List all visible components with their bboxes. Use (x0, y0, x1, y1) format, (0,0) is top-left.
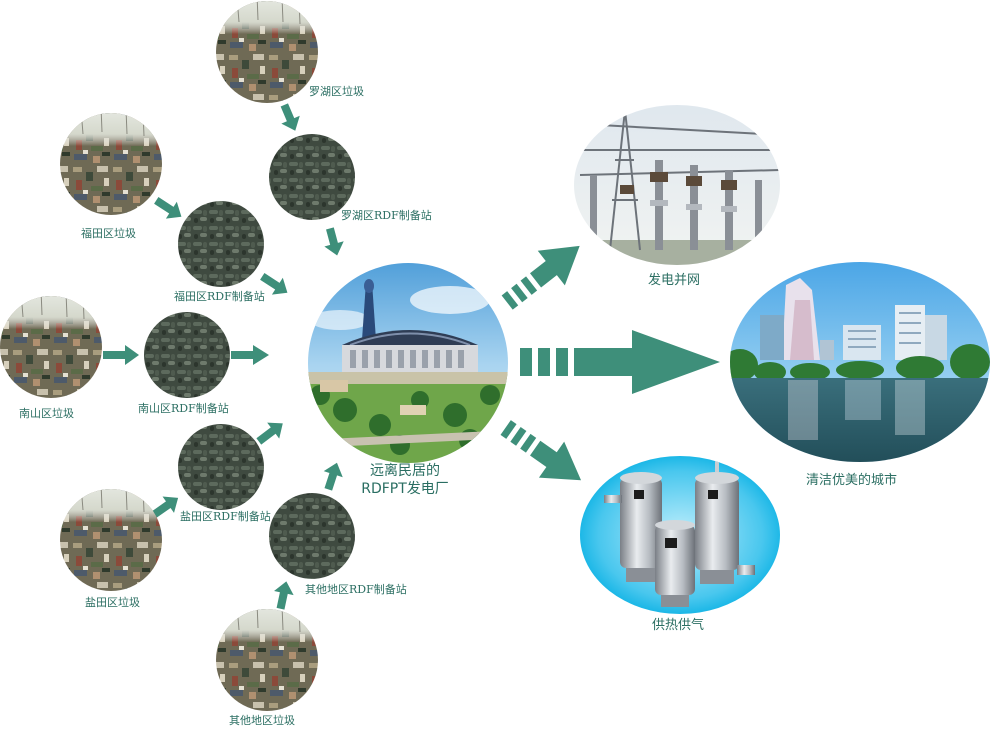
label-yantian-waste: 盐田区垃圾 (85, 596, 140, 609)
arrow-yantian-rdf-to-plant (256, 422, 283, 445)
label-other-rdf: 其他地区RDF制备站 (305, 583, 407, 596)
rdf-yantian-image (178, 424, 264, 510)
label-luohu-rdf: 罗湖区RDF制备站 (341, 209, 432, 222)
waste-nanshan-image (0, 296, 102, 398)
clean-city-image (730, 262, 990, 462)
arrow-to-heat (500, 420, 582, 481)
heat-supply-image (580, 456, 780, 614)
label-clean-city: 清洁优美的城市 (806, 473, 898, 488)
output-arrows (500, 245, 720, 481)
label-futian-waste: 福田区垃圾 (81, 227, 136, 240)
arrow-futian-rdf-to-plant (260, 273, 288, 295)
label-luohu-waste: 罗湖区垃圾 (309, 85, 364, 98)
arrow-luohu-waste-to-rdf (280, 103, 300, 131)
arrow-to-grid (501, 245, 580, 310)
label-other-waste: 其他地区垃圾 (229, 714, 295, 727)
waste-yantian-image (60, 489, 162, 591)
label-power-grid: 发电并网 (648, 273, 701, 288)
label-nanshan-waste: 南山区垃圾 (19, 407, 74, 420)
label-power-plant-line2: RDFPT发电厂 (361, 481, 449, 497)
power-grid-image (574, 105, 780, 265)
label-yantian-rdf: 盐田区RDF制备站 (180, 510, 271, 523)
label-nanshan-rdf: 南山区RDF制备站 (138, 402, 229, 415)
arrow-other-rdf-to-plant (323, 462, 343, 491)
rdf-luohu-image (269, 134, 355, 220)
arrow-nanshan-rdf-to-plant (231, 345, 269, 365)
rdf-futian-image (178, 201, 264, 287)
label-power-plant-line1: 远离民居的 (370, 463, 440, 479)
arrow-nanshan-waste-to-rdf (103, 345, 139, 365)
label-power-plant: 远离民居的 RDFPT发电厂 (345, 462, 465, 498)
label-futian-rdf: 福田区RDF制备站 (174, 290, 265, 303)
waste-futian-image (60, 113, 162, 215)
arrow-to-city (520, 330, 720, 394)
label-heat-supply: 供热供气 (652, 618, 705, 633)
rdf-other-image (269, 493, 355, 579)
arrow-other-waste-to-rdf (274, 581, 294, 610)
arrow-luohu-rdf-to-plant (324, 227, 344, 256)
arrow-yantian-waste-to-rdf (151, 496, 179, 519)
rdf-nanshan-image (144, 312, 230, 398)
waste-other-image (216, 609, 318, 711)
arrow-futian-waste-to-rdf (154, 197, 182, 219)
flow-arrows (103, 103, 344, 610)
power-plant-image (308, 263, 508, 463)
